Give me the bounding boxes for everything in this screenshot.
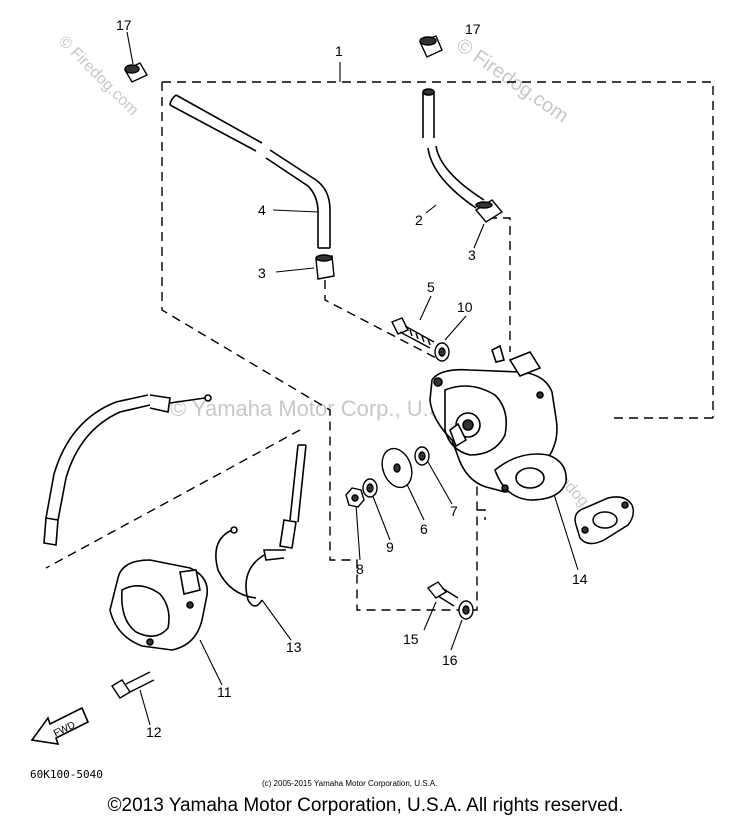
washer-16 <box>458 600 474 620</box>
clamp-3-right <box>474 199 504 223</box>
hose-2 <box>422 88 485 209</box>
label-5: 5 <box>427 279 435 295</box>
label-8: 8 <box>356 561 364 577</box>
washer-10 <box>434 342 450 362</box>
label-10: 10 <box>457 299 473 315</box>
clamp-3-left <box>315 254 335 280</box>
bolt-12 <box>111 671 155 699</box>
label-16: 16 <box>442 652 458 668</box>
small-copyright: (c) 2005-2015 Yamaha Motor Corporation, … <box>262 779 437 788</box>
watermark-yamaha-center: © Yamaha Motor Corp., U.S.A. <box>170 396 470 421</box>
washer-7 <box>414 446 430 466</box>
cover-11 <box>109 559 209 651</box>
drawing-code: 60K100-5040 <box>30 768 103 781</box>
label-1: 1 <box>335 43 343 59</box>
label-3-left: 3 <box>258 265 266 281</box>
label-7: 7 <box>450 503 458 519</box>
watermark-firedog-top-right: © Firedog.com <box>452 34 572 127</box>
label-6: 6 <box>420 521 428 537</box>
oil-pump-body <box>429 344 567 501</box>
label-14: 14 <box>572 571 588 587</box>
label-2: 2 <box>415 212 423 228</box>
nut-8 <box>345 487 365 508</box>
gasket-14 <box>574 496 635 545</box>
fwd-arrow-icon: FWD <box>30 706 90 745</box>
assembly-outline <box>45 81 714 611</box>
hose-4 <box>169 94 331 249</box>
bolt-5 <box>391 317 435 349</box>
label-11: 11 <box>217 684 232 700</box>
footer-copyright: ©2013 Yamaha Motor Corporation, U.S.A. A… <box>107 795 624 816</box>
cap-17-right <box>419 35 443 58</box>
cap-17-left <box>124 62 148 83</box>
label-17-left: 17 <box>116 17 132 33</box>
throttle-cable <box>43 394 212 546</box>
washer-9 <box>362 478 378 498</box>
plate-6 <box>381 447 413 489</box>
label-15: 15 <box>403 631 419 647</box>
label-13: 13 <box>286 639 302 655</box>
cable-13 <box>215 444 307 607</box>
label-12: 12 <box>146 724 162 740</box>
label-17-right: 17 <box>465 21 481 37</box>
label-4: 4 <box>258 202 266 218</box>
label-3-right: 3 <box>468 247 476 263</box>
leader-lines <box>126 31 579 726</box>
bolt-15 <box>426 581 459 607</box>
label-9: 9 <box>386 539 394 555</box>
